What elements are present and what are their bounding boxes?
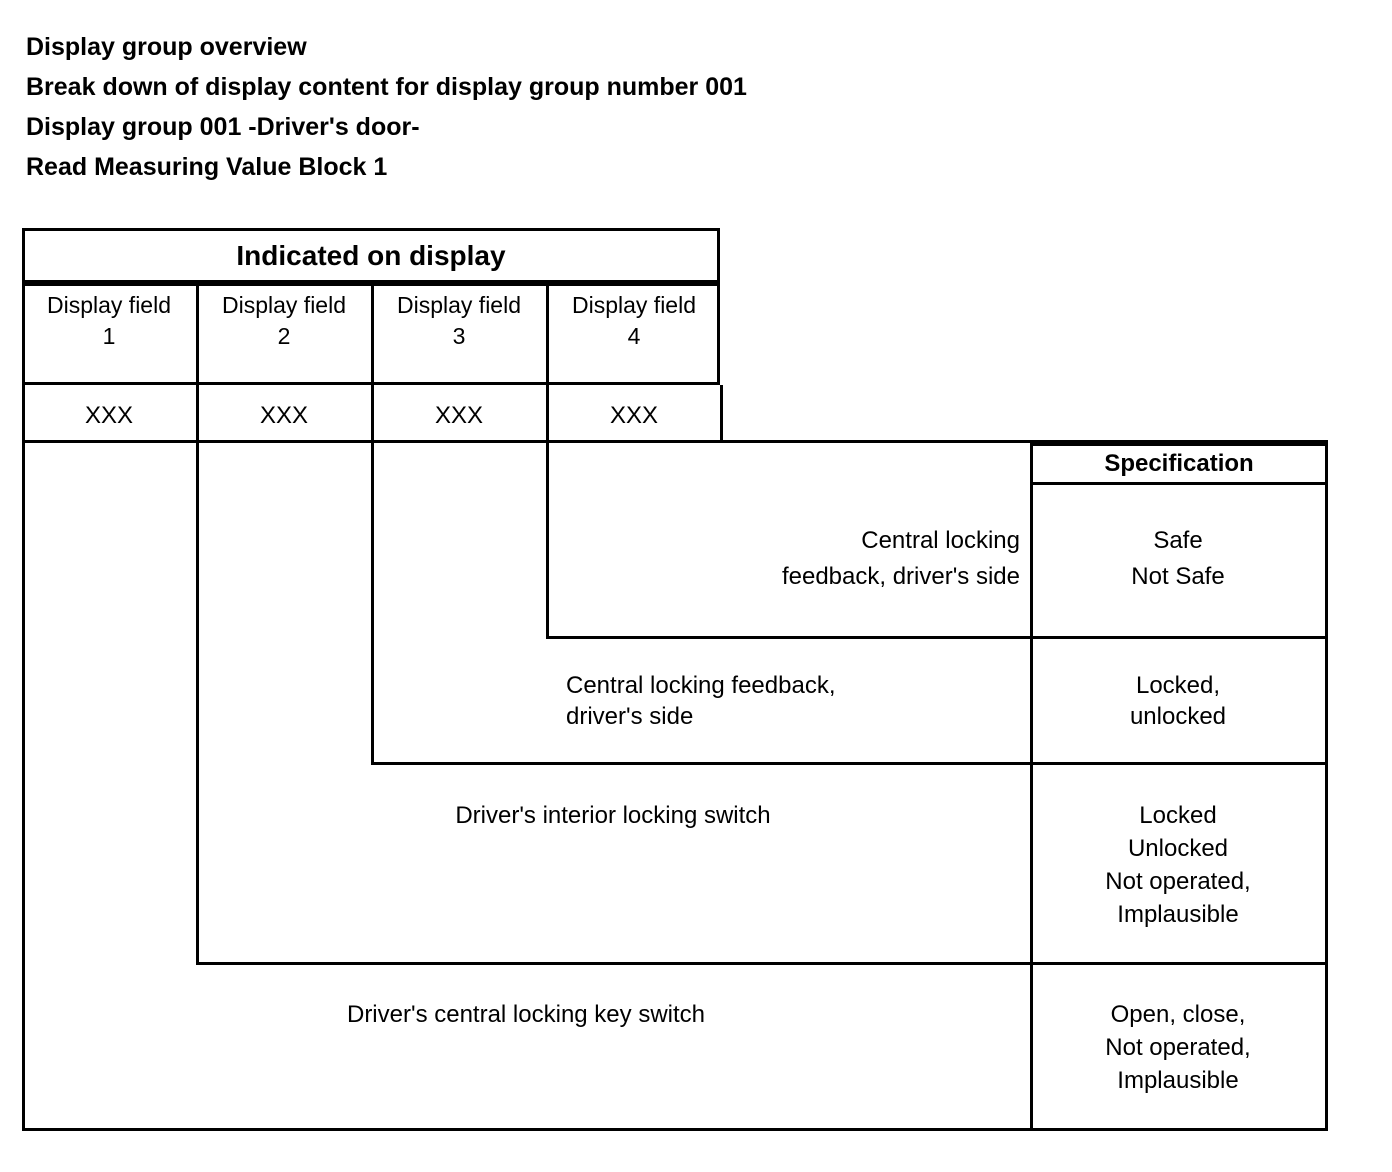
heading-line-breakdown: Break down of display content for displa…: [26, 73, 747, 101]
specification-left-edge: [1030, 443, 1033, 1131]
row-1-bottom-border: [546, 636, 1328, 639]
specification-right-edge: [1325, 443, 1328, 1131]
row-2-description-line1: Central locking feedback,: [566, 672, 836, 699]
row-1-top-border: [720, 440, 1328, 443]
row-3-specification-line4: Implausible: [1117, 901, 1239, 928]
row-3-specification-line3: Not operated,: [1105, 868, 1251, 895]
row-2-description-line2: driver's side: [566, 703, 694, 730]
row-3-specification-line2: Unlocked: [1127, 835, 1229, 862]
row-3-description: Driver's interior locking switch: [455, 802, 771, 829]
row-4-specification-line1: Open, close,: [1110, 1001, 1246, 1028]
column-header-4-label: Display field: [572, 292, 696, 318]
row-3-specification-line1: Locked: [1139, 802, 1217, 829]
row-4-description: Driver's central locking key switch: [346, 1001, 706, 1028]
heading-line-title: Display group overview: [26, 33, 307, 61]
column-header-2-label: Display field: [222, 292, 346, 318]
row-2-specification-line2: unlocked: [1129, 703, 1227, 730]
staircase-rail-col4: [720, 385, 723, 443]
staircase-rail-col1: [196, 385, 199, 965]
header-divider-2: [371, 283, 374, 385]
column-header-2-number: 2: [277, 323, 291, 349]
row-3-bottom-border: [196, 962, 1328, 965]
display-field-2-value: XXX: [259, 402, 309, 429]
row-4-specification-line2: Not operated,: [1105, 1034, 1251, 1061]
column-header-4-number: 4: [627, 323, 641, 349]
column-header-3-label: Display field: [397, 292, 521, 318]
staircase-rail-col3: [546, 385, 549, 639]
specification-header-label: Specification: [1104, 450, 1254, 477]
heading-line-group: Display group 001 -Driver's door-: [26, 113, 420, 141]
row-2-specification-line1: Locked,: [1135, 672, 1221, 699]
heading-block: Display group overview Break down of dis…: [26, 27, 1226, 187]
row-4-specification-line3: Implausible: [1117, 1067, 1239, 1094]
header-divider-3: [546, 283, 549, 385]
table-left-edge: [22, 385, 25, 1131]
staircase-rail-col2: [371, 385, 374, 765]
display-field-1-value: XXX: [84, 402, 134, 429]
row-1-specification-line1: Safe: [1153, 527, 1203, 554]
table-bottom-border: [22, 1128, 1328, 1131]
indicated-on-display-label: Indicated on display: [236, 240, 506, 271]
row-1-specification-line2: Not Safe: [1131, 563, 1225, 590]
header-divider-1: [196, 283, 199, 385]
row-1-description-line2: feedback, driver's side: [781, 563, 1020, 590]
display-field-3-value: XXX: [434, 402, 484, 429]
column-header-3-number: 3: [452, 323, 466, 349]
indicated-on-display-banner-box: [22, 228, 720, 283]
column-header-1-number: 1: [102, 323, 116, 349]
heading-line-block: Read Measuring Value Block 1: [26, 153, 388, 181]
column-header-1-label: Display field: [47, 292, 171, 318]
row-2-bottom-border: [371, 762, 1328, 765]
display-field-4-value: XXX: [609, 402, 659, 429]
row-1-description-line1: Central locking: [861, 527, 1020, 554]
